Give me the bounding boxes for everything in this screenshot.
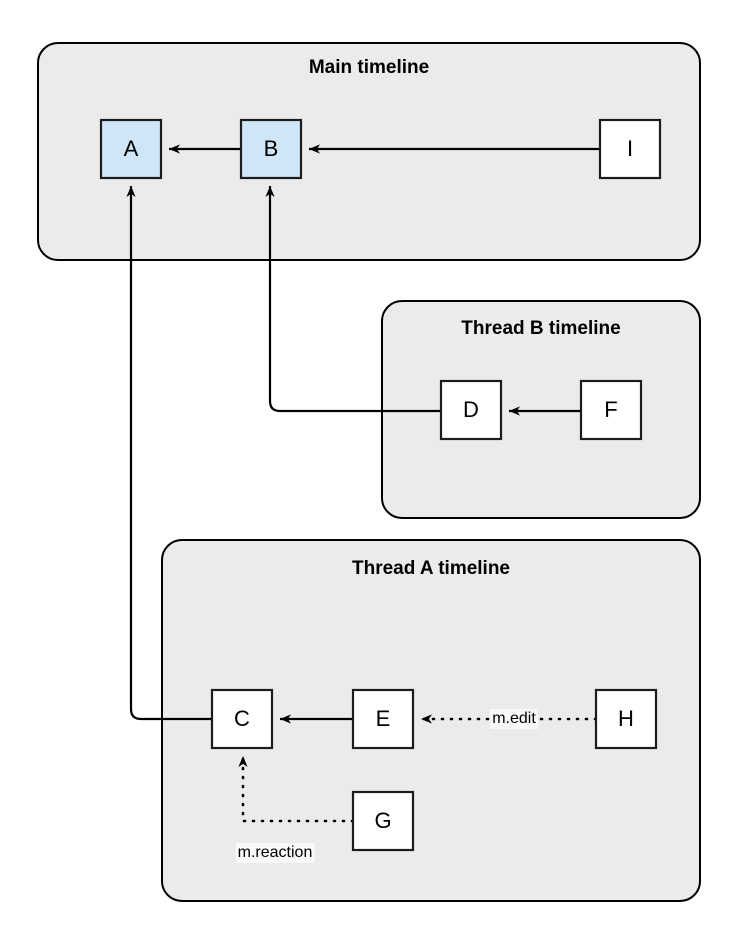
edge-label-m-edit: m.edit — [490, 709, 538, 729]
node-h[interactable] — [594, 688, 658, 750]
node-c[interactable] — [210, 688, 274, 750]
node-e[interactable] — [351, 688, 415, 750]
node-label-b: B — [263, 136, 279, 161]
group-main-timeline — [37, 42, 701, 261]
node-label-e: E — [375, 706, 391, 731]
node-d[interactable] — [439, 379, 503, 441]
edge-d-to-b — [265, 186, 441, 413]
node-label-g: G — [374, 808, 392, 833]
edge-c-to-a — [126, 186, 212, 721]
node-label-d: D — [463, 397, 479, 422]
node-label-a: A — [123, 136, 139, 161]
node-label-i: I — [626, 136, 634, 161]
node-b[interactable] — [239, 118, 303, 180]
group-title-thread-b-timeline: Thread B timeline — [461, 318, 621, 339]
group-title-thread-a-timeline: Thread A timeline — [351, 558, 511, 579]
edge-label-m-reaction: m.reaction — [235, 843, 315, 863]
node-i[interactable] — [598, 118, 662, 180]
group-main-timeline-box — [37, 42, 701, 261]
node-label-h: H — [618, 706, 634, 731]
node-label-c: C — [234, 706, 250, 731]
group-thread-b-timeline-box — [381, 300, 701, 519]
node-f[interactable] — [579, 379, 643, 441]
node-a[interactable] — [99, 118, 163, 180]
group-thread-b-timeline — [381, 300, 701, 519]
group-title-main-timeline: Main timeline — [308, 57, 430, 78]
node-label-f: F — [604, 397, 618, 422]
node-g[interactable] — [351, 790, 415, 852]
